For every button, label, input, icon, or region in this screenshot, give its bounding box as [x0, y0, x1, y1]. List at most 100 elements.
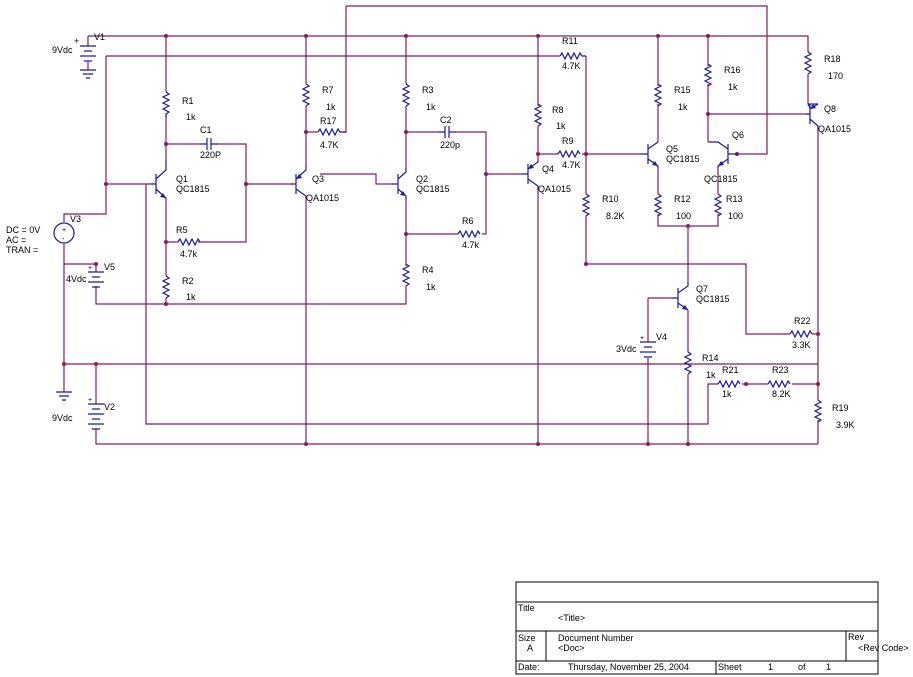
q6-ref: Q6 — [732, 130, 744, 140]
docnum-label: Document Number — [558, 633, 634, 643]
r8-value: 1k — [556, 121, 566, 131]
r14-ref: R14 — [702, 353, 719, 363]
r10-ref: R10 — [602, 194, 619, 204]
r16-ref: R16 — [724, 65, 741, 75]
svg-text:-: - — [62, 236, 65, 243]
size-label: Size — [518, 633, 536, 643]
v4-symbol: + — [640, 335, 656, 358]
title-label: Title — [518, 603, 535, 613]
r6-value: 4.7k — [462, 240, 480, 250]
q1-symbol — [150, 160, 167, 200]
ground-symbol — [56, 391, 72, 401]
q7-value: QC1815 — [696, 294, 730, 304]
v4-value: 3Vdc — [616, 344, 637, 354]
q6-value: QC1815 — [704, 174, 738, 184]
r11-ref: R11 — [562, 36, 578, 46]
r11-symbol — [559, 51, 586, 61]
r4-symbol — [401, 263, 411, 287]
q1-value: QC1815 — [176, 184, 210, 194]
r22-ref: R22 — [794, 316, 811, 326]
r21-value: 1k — [722, 389, 732, 399]
r13-symbol — [713, 193, 723, 217]
r2-ref: R2 — [182, 276, 194, 286]
r10-symbol — [581, 193, 591, 217]
v3-symbol: + - — [53, 222, 75, 244]
r22-value: 3.3K — [792, 340, 811, 350]
size-value: A — [527, 643, 533, 653]
r1-value: 1k — [186, 112, 196, 122]
r15-ref: R15 — [674, 85, 691, 95]
r2-symbol — [161, 275, 171, 299]
r16-symbol — [703, 63, 713, 87]
q4-symbol — [522, 160, 539, 190]
c2-value: 220p — [440, 140, 460, 150]
r13-ref: R13 — [726, 194, 743, 204]
of-label: of — [798, 662, 806, 672]
r10-value: 8.2K — [606, 211, 625, 221]
of-value: 1 — [826, 662, 831, 672]
r4-ref: R4 — [422, 265, 434, 275]
r19-value: 3.9K — [836, 420, 855, 430]
q3-symbol — [290, 164, 307, 198]
capacitor-symbols — [200, 126, 456, 150]
q2-value: QC1815 — [416, 184, 450, 194]
component-labels: V1 9Vdc V2 9Vdc V3 DC = 0V AC = TRAN = V… — [6, 32, 855, 430]
r23-symbol — [767, 379, 791, 389]
q5-ref: Q5 — [666, 144, 678, 154]
svg-text:+: + — [88, 265, 92, 272]
q8-value: QA1015 — [818, 124, 851, 134]
wires — [63, 5, 819, 445]
r6-ref: R6 — [462, 216, 474, 226]
r18-ref: R18 — [824, 54, 841, 64]
title-value: <Title> — [558, 613, 585, 623]
v1-ref: V1 — [94, 32, 105, 42]
r22-symbol — [789, 329, 813, 339]
sheet-label: Sheet — [718, 662, 742, 672]
r3-ref: R3 — [422, 85, 434, 95]
svg-text:+: + — [62, 227, 66, 234]
svg-text:+: + — [88, 397, 92, 404]
source-symbols: + + - + + + — [53, 36, 656, 436]
r4-value: 1k — [426, 282, 436, 292]
c2-ref: C2 — [440, 115, 452, 125]
transistor-symbols — [150, 103, 819, 311]
r3-value: 1k — [426, 102, 436, 112]
r15-symbol — [653, 83, 663, 107]
r7-symbol — [301, 83, 311, 107]
junction-dots — [62, 34, 820, 446]
r17-value: 4.7K — [320, 140, 339, 150]
r13-value: 100 — [728, 211, 743, 221]
c1-symbol — [200, 138, 218, 150]
v3-ref: V3 — [70, 214, 81, 224]
sheet-value: 1 — [768, 662, 773, 672]
v1-value: 9Vdc — [52, 45, 73, 55]
q3-value: QA1015 — [306, 193, 339, 203]
rev-label: Rev — [848, 632, 865, 642]
q7-ref: Q7 — [696, 284, 708, 294]
r1-symbol — [161, 91, 171, 118]
r18-symbol — [803, 51, 813, 75]
r12-value: 100 — [676, 211, 691, 221]
v4-ref: V4 — [656, 332, 667, 342]
r17-ref: R17 — [320, 116, 337, 126]
v3-tran: TRAN = — [6, 245, 38, 255]
r17-symbol — [317, 127, 346, 137]
r9-symbol — [557, 149, 581, 159]
q3-ref: Q3 — [312, 174, 324, 184]
q1-ref: Q1 — [176, 174, 188, 184]
c1-ref: C1 — [200, 125, 212, 135]
q6-symbol — [708, 141, 737, 168]
v5-ref: V5 — [104, 262, 115, 272]
c1-value: 220P — [200, 150, 221, 160]
q7-symbol — [672, 282, 689, 311]
v2-value: 9Vdc — [52, 413, 73, 423]
r8-ref: R8 — [552, 105, 564, 115]
q8-symbol — [806, 103, 819, 130]
resistor-symbols — [161, 51, 823, 423]
v2-ref: V2 — [104, 402, 115, 412]
svg-text:+: + — [640, 335, 644, 342]
r18-value: 170 — [828, 71, 843, 81]
docnum-value: <Doc> — [558, 643, 585, 653]
r9-ref: R9 — [562, 136, 574, 146]
